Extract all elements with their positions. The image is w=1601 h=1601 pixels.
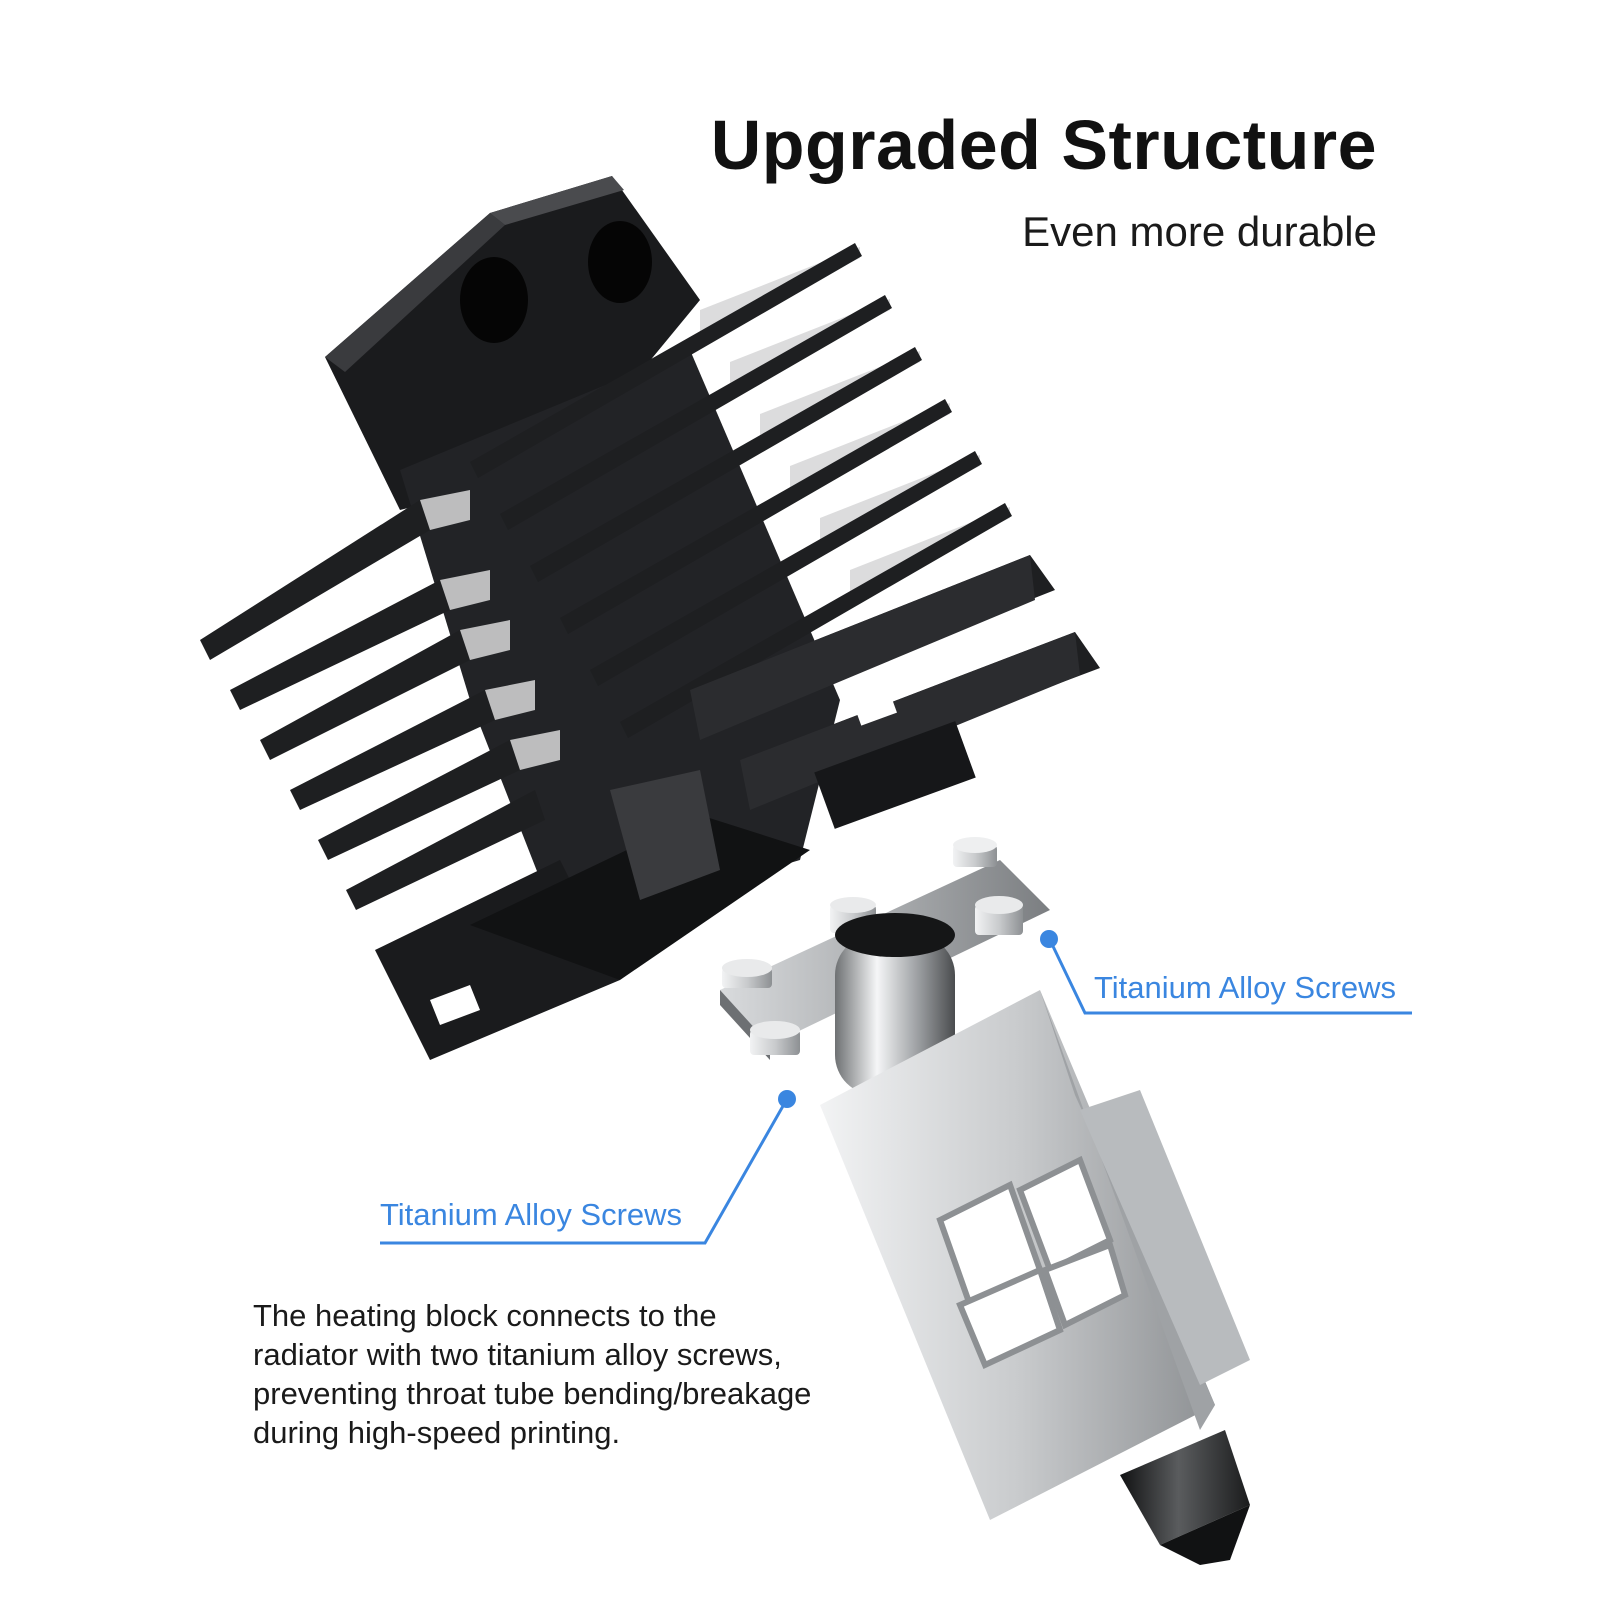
description-line: preventing throat tube bending/breakage <box>253 1376 812 1411</box>
callout-leader-left <box>380 1098 789 1245</box>
screw-icon <box>722 959 800 1055</box>
callout-dot-left <box>778 1090 796 1108</box>
description-line: during high-speed printing. <box>253 1415 621 1450</box>
mount-hole <box>588 221 652 303</box>
screw-icon <box>830 837 1023 935</box>
callout-dot-right <box>1040 930 1058 948</box>
callout-leader-right <box>1048 939 1412 1015</box>
description-line: radiator with two titanium alloy screws, <box>253 1337 782 1372</box>
description-text: The heating block connects to the radiat… <box>253 1296 953 1452</box>
heatsink-illustration <box>200 176 1100 1060</box>
page-subtitle: Even more durable <box>1022 208 1377 255</box>
description-line: The heating block connects to the <box>253 1298 717 1333</box>
page-title: Upgraded Structure <box>710 106 1377 184</box>
callout-label-right: Titanium Alloy Screws <box>1094 970 1397 1005</box>
callout-label-left: Titanium Alloy Screws <box>380 1197 683 1232</box>
heater-block-illustration <box>720 837 1250 1565</box>
mount-hole <box>460 257 528 343</box>
nozzle-icon <box>1120 1430 1250 1565</box>
